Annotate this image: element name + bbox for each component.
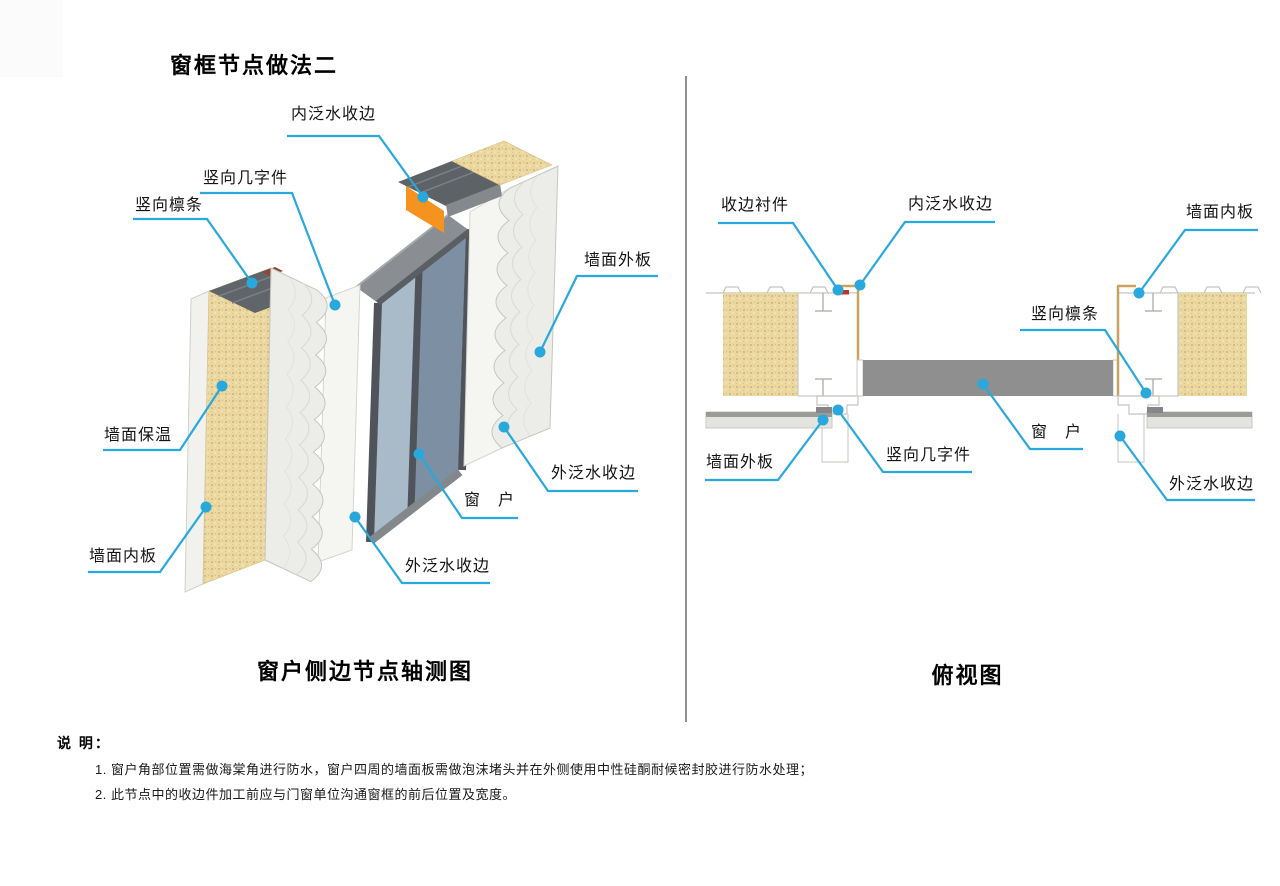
label-window-plan: 窗 户 <box>1031 424 1083 441</box>
label-window-iso: 窗 户 <box>464 492 516 509</box>
label-inner-panel-plan: 墙面内板 <box>1186 204 1255 221</box>
label-inner-flashing-plan: 内泛水收边 <box>908 196 994 213</box>
label-outer-panel-plan: 墙面外板 <box>706 454 775 471</box>
leader-lines <box>88 134 1258 585</box>
label-outer-flashing-bottom-iso: 外泛水收边 <box>405 558 491 575</box>
label-hat-channel-plan: 竖向几字件 <box>886 447 972 464</box>
plan-view <box>705 284 1262 463</box>
label-trim-liner-plan: 收边衬件 <box>721 197 790 214</box>
label-insulation-iso: 墙面保温 <box>104 427 173 444</box>
label-outer-panel-iso: 墙面外板 <box>584 252 653 269</box>
label-outer-flashing-plan: 外泛水收边 <box>1169 476 1255 493</box>
notes-item-1: 1. 窗户角部位置需做海棠角进行防水，窗户四周的墙面板需做泡沫堵头并在外侧使用中… <box>95 762 813 777</box>
label-hat-channel-iso: 竖向几字件 <box>203 170 289 187</box>
isometric-view <box>184 140 559 593</box>
watermark-area <box>0 0 63 77</box>
label-outer-flashing-right-iso: 外泛水收边 <box>551 465 637 482</box>
left-view-caption: 窗户侧边节点轴测图 <box>256 659 473 684</box>
notes-heading: 说 明： <box>57 735 111 751</box>
page-title: 窗框节点做法二 <box>170 53 339 78</box>
label-purlin-plan: 竖向檩条 <box>1031 306 1100 323</box>
label-purlin-iso: 竖向檩条 <box>135 197 204 214</box>
notes-item-2: 2. 此节点中的收边件加工前应与门窗单位沟通窗框的前后位置及宽度。 <box>95 787 516 802</box>
notes-block: 说 明： 1. 窗户角部位置需做海棠角进行防水，窗户四周的墙面板需做泡沫堵头并在… <box>57 733 1207 803</box>
label-inner-flashing-iso: 内泛水收边 <box>291 106 377 123</box>
leader-dots <box>200 191 1152 523</box>
right-view-caption: 俯视图 <box>931 663 1004 688</box>
label-inner-panel-iso: 墙面内板 <box>89 548 158 565</box>
